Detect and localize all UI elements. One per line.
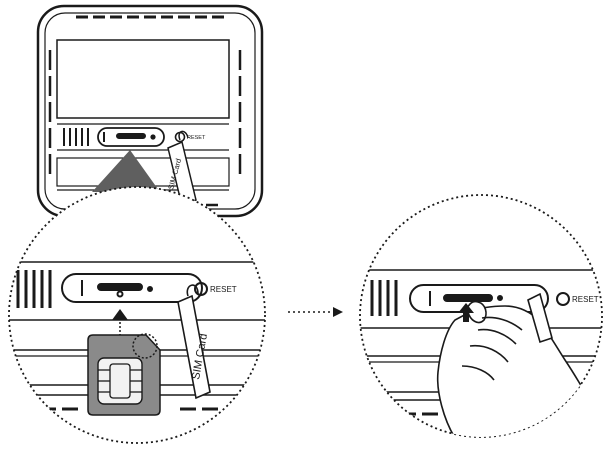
magnify-left xyxy=(0,187,280,443)
magnify-right xyxy=(350,195,608,452)
dotted-arrow-right-icon xyxy=(288,307,343,317)
router-reset-label: RESET xyxy=(187,135,206,141)
router-grille xyxy=(64,128,88,146)
left-reset-label: RESET xyxy=(210,285,237,294)
zoom-pointer xyxy=(92,150,160,192)
router-side-vents xyxy=(50,50,240,174)
right-reset-label: RESET xyxy=(572,295,599,304)
sim-card-icon xyxy=(88,334,160,415)
